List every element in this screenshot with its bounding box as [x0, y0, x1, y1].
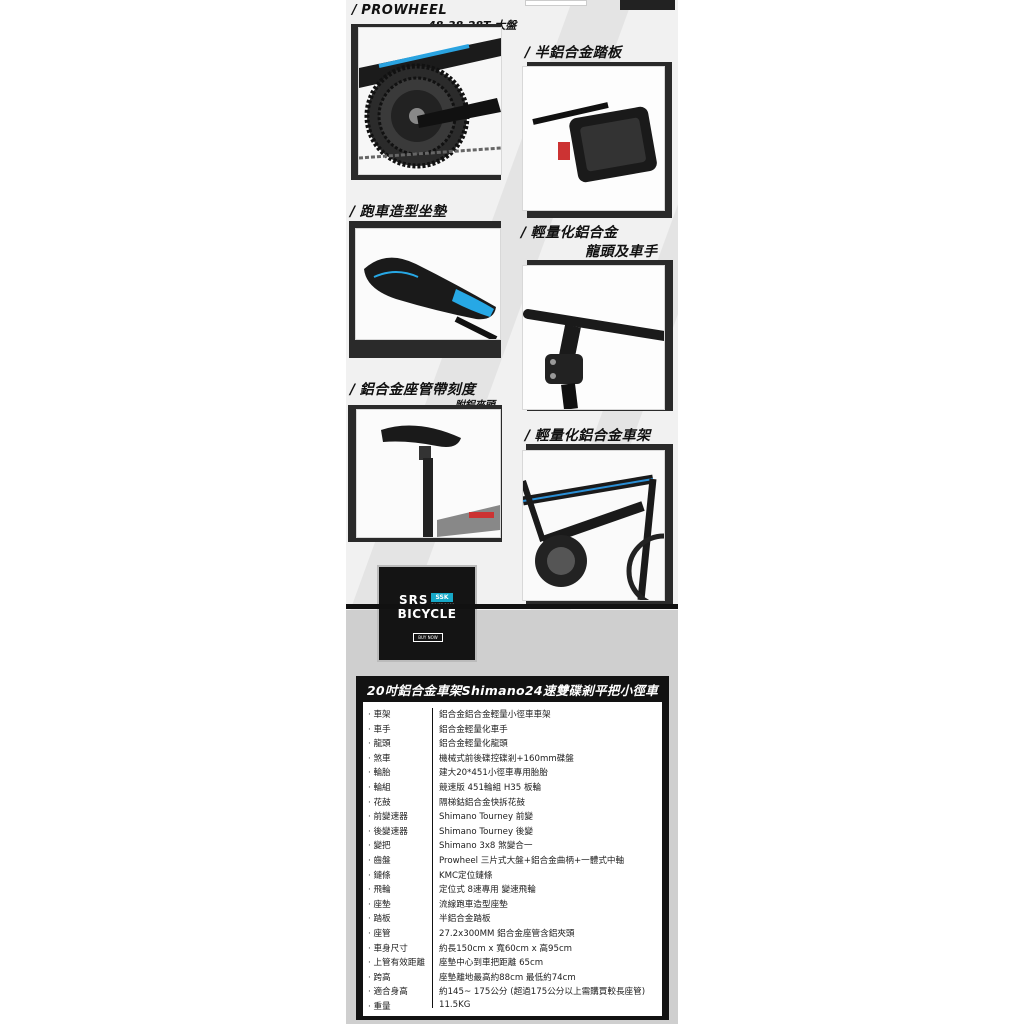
spec-value: 座墊中心到車把距離 65cm: [439, 958, 544, 969]
spec-key: · 適合身高: [368, 987, 408, 998]
spec-row: · 座管 27.2x300MM 鋁合金座管含鋁夾頭: [363, 927, 662, 942]
spec-value: Shimano 3x8 煞變合一: [439, 841, 533, 852]
spec-row: · 踏板 半鋁合金踏板: [363, 912, 662, 927]
top-remnant-dark: [620, 0, 675, 10]
spec-row: · 車手 鋁合金輕量化車手: [363, 723, 662, 738]
seatpost-photo: [357, 410, 500, 537]
spec-key: · 齒盤: [368, 856, 391, 866]
spec-value: 定位式 8速專用 變速飛輪: [439, 885, 536, 896]
spec-value: 約長150cm x 寬60cm x 高95cm: [439, 943, 573, 954]
spec-row: · 上管有效距離 座墊中心到車把距離 65cm: [363, 956, 662, 971]
spec-key: · 前變速器: [368, 812, 408, 823]
spec-key: · 飛輪: [368, 885, 391, 896]
spec-row: · 前變速器 Shimano Tourney 前變: [363, 810, 662, 825]
section-divider: [346, 604, 678, 609]
spec-key: · 踏板: [368, 914, 391, 925]
spec-row: · 車身尺寸 約長150cm x 寬60cm x 高95cm: [363, 942, 662, 957]
spec-key: · 後變速器: [368, 826, 408, 837]
spec-key: · 鏈條: [368, 870, 391, 881]
spec-row: · 飛輪 定位式 8速專用 變速飛輪: [363, 883, 662, 898]
spec-row: · 齒盤 Prowheel 三片式大盤+鋁合金曲柄+一體式中軸: [363, 854, 662, 869]
spec-divider-line: [432, 708, 433, 1008]
spec-value: KMC定位鏈條: [439, 870, 493, 881]
spec-row: · 重量 11.5KG: [363, 1000, 662, 1015]
spec-row: · 座墊 流線跑車造型座墊: [363, 898, 662, 913]
feature-heading-seatpost: /鋁合金座管帶刻度: [350, 382, 476, 398]
spec-row: · 適合身高 約145~ 175公分 (超過175公分以上需購買較長座管): [363, 985, 662, 1000]
spec-row: · 輪組 競速版 451輪組 H35 板輪: [363, 781, 662, 796]
spec-key: · 車手: [368, 724, 391, 735]
spec-key: · 車架: [368, 710, 391, 720]
spec-value: 鋁合金鋁合金輕量小徑車車架: [439, 710, 551, 720]
spec-key: · 上管有效距離: [368, 958, 426, 969]
spec-value: 座墊離地最高約88cm 最低約74cm: [439, 972, 576, 983]
spec-row: · 後變速器 Shimano Tourney 後變: [363, 825, 662, 840]
spec-key: · 車身尺寸: [368, 943, 408, 954]
spec-row: · 跨高 座墊離地最高約88cm 最低約74cm: [363, 971, 662, 986]
spec-value: 機械式前後碟控碟剎+160mm碟盤: [439, 753, 574, 764]
spec-title: 20吋鋁合金車架Shimano24速雙碟剎平把小徑車: [366, 683, 659, 698]
saddle-photo: [356, 229, 500, 339]
buy-now-button[interactable]: BUY NOW: [413, 633, 443, 642]
spec-value: Shimano Tourney 後變: [439, 826, 533, 837]
seatpost-image: [357, 410, 500, 537]
frame-image: [523, 451, 664, 600]
spec-key: · 跨高: [368, 972, 391, 983]
spec-value: 流線跑車造型座墊: [439, 899, 508, 910]
spec-row: · 變把 Shimano 3x8 煞變合一: [363, 839, 662, 854]
spec-value: 約145~ 175公分 (超過175公分以上需購買較長座管): [439, 987, 646, 998]
spec-row: · 煞車 機械式前後碟控碟剎+160mm碟盤: [363, 752, 662, 767]
srs-bicycle-logo: SRS SSK SINCE 2008 BICYCLE BUY NOW: [379, 567, 475, 660]
feature-heading-crankset: /PROWHEEL: [352, 3, 448, 18]
spec-key: · 座墊: [368, 899, 391, 910]
frame-photo: [523, 451, 664, 600]
spec-key: · 煞車: [368, 753, 391, 764]
spec-value: 鋁合金輕量化車手: [439, 724, 508, 735]
logo-badge: SSK: [431, 593, 453, 602]
top-remnant: [525, 0, 587, 6]
spec-value: 27.2x300MM 鋁合金座管含鋁夾頭: [439, 929, 575, 939]
spec-panel: 20吋鋁合金車架Shimano24速雙碟剎平把小徑車 · 車架 鋁合金鋁合金輕量小…: [356, 676, 669, 1020]
spec-row: · 鏈條 KMC定位鏈條: [363, 869, 662, 884]
crankset-image: [359, 28, 501, 174]
saddle-image: [356, 229, 500, 339]
crankset-photo: [359, 28, 501, 174]
feature-heading-saddle: /跑車造型坐墊: [350, 204, 447, 220]
stem-photo: [523, 266, 664, 409]
spec-key: · 龍頭: [368, 739, 391, 750]
pedal-image: [523, 67, 664, 210]
spec-table: · 車架 鋁合金鋁合金輕量小徑車車架 · 車手 鋁合金輕量化車手 · 龍頭 鋁合金輕量化龍…: [363, 702, 662, 1016]
feature-heading-stem: /輕量化鋁合金: [521, 225, 618, 241]
spec-value: Shimano Tourney 前變: [439, 812, 533, 823]
spec-value: 競速版 451輪組 H35 板輪: [439, 783, 542, 793]
spec-value: 鋁合金輕量化龍頭: [439, 739, 508, 750]
spec-value: 建大20*451小徑車專用胎胎: [439, 768, 548, 779]
spec-row: · 龍頭 鋁合金輕量化龍頭: [363, 737, 662, 752]
spec-value: Prowheel 三片式大盤+鋁合金曲柄+一體式中軸: [439, 856, 625, 866]
spec-key: · 輪組: [368, 783, 391, 793]
logo-text-bicycle: BICYCLE: [397, 607, 457, 621]
feature-heading-pedal: /半鋁合金踏板: [525, 45, 622, 61]
spec-value: 半鋁合金踏板: [439, 914, 491, 925]
spec-key: · 花鼓: [368, 797, 391, 808]
spec-value: 11.5KG: [439, 1000, 471, 1010]
spec-key: · 重量: [368, 1002, 391, 1012]
spec-row: · 花鼓 隔梯鈷鋁合金快拆花鼓: [363, 796, 662, 811]
pedal-photo: [523, 67, 664, 210]
spec-row: · 車架 鋁合金鋁合金輕量小徑車車架: [363, 708, 662, 723]
stem-image: [523, 266, 664, 409]
spec-key: · 變把: [368, 841, 391, 852]
spec-key: · 座管: [368, 929, 391, 939]
feature-subtitle-stem: 龍頭及車手: [585, 244, 658, 260]
spec-row: · 輪胎 建大20*451小徑車專用胎胎: [363, 766, 662, 781]
logo-text-srs: SRS: [399, 593, 429, 607]
spec-value: 隔梯鈷鋁合金快拆花鼓: [439, 797, 525, 808]
feature-heading-frame: /輕量化鋁合金車架: [525, 428, 651, 444]
spec-key: · 輪胎: [368, 768, 391, 779]
